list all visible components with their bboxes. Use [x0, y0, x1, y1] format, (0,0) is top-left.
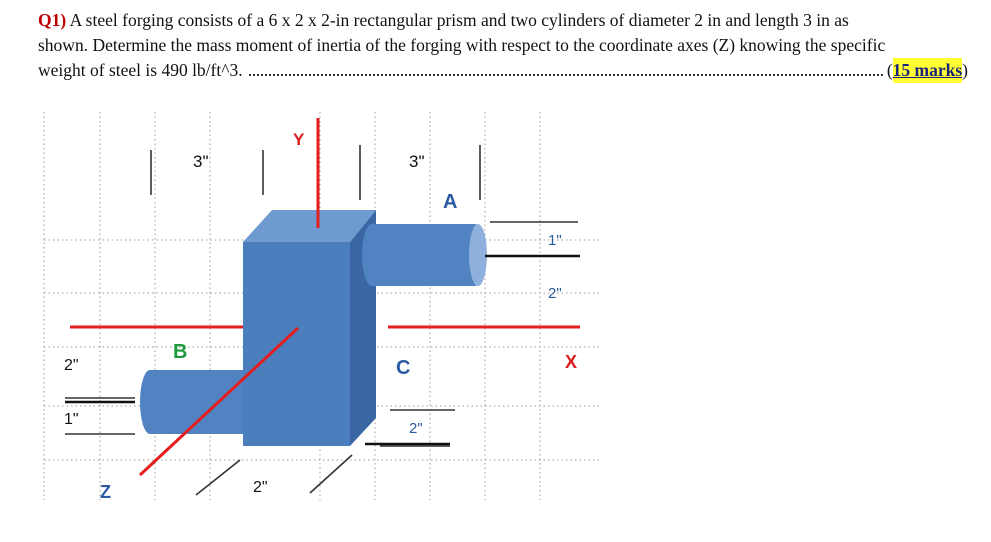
rectangular-prism [243, 210, 376, 446]
label-c: C [396, 357, 410, 379]
label-a: A [443, 191, 457, 213]
dim-top-right: 3" [409, 152, 425, 171]
dim-left-2: 2" [64, 357, 79, 374]
question-line-3: weight of steel is 490 lb/ft^3. (15 mark… [38, 58, 968, 83]
question-line-1-text: A steel forging consists of a 6 x 2 x 2-… [69, 10, 849, 30]
dotted-leader [248, 74, 883, 76]
marks-badge: 15 marks [892, 58, 963, 83]
z-axis [138, 326, 300, 477]
marks-open-paren: ( [886, 60, 893, 80]
dim-right-2: 2" [548, 285, 562, 302]
cylinder-a [362, 224, 487, 286]
dim-top-left: 3" [193, 152, 209, 171]
dim-bottom-right: 2" [409, 420, 423, 437]
dimension-lines [65, 145, 578, 496]
question-line-2: shown. Determine the mass moment of iner… [38, 35, 886, 55]
forging-diagram: Y X Z A B C 3" 3" 1" 2" 2" 1" 2" 2" [43, 112, 600, 502]
cylinder-b [140, 370, 250, 434]
coordinate-axes [70, 118, 580, 477]
extension-lines [65, 254, 580, 446]
axis-x-label: X [565, 352, 577, 372]
question-line-1: Q1) A steel forging consists of a 6 x 2 … [38, 8, 968, 33]
axis-z-label: Z [100, 482, 111, 502]
question-text: Q1) A steel forging consists of a 6 x 2 … [38, 8, 968, 83]
dim-right-1: 1" [548, 232, 562, 249]
axis-y-label: Y [293, 130, 305, 149]
question-line-3-text: weight of steel is 490 lb/ft^3. [38, 60, 243, 80]
figure-labels: Y X Z A B C 3" 3" 1" 2" 2" 1" 2" 2" [64, 130, 577, 502]
dim-bottom-mid: 2" [253, 479, 268, 496]
dim-left-1: 1" [64, 411, 79, 428]
question-number: Q1) [38, 10, 67, 30]
marks-close-paren: ) [962, 60, 968, 80]
label-b: B [173, 341, 187, 363]
